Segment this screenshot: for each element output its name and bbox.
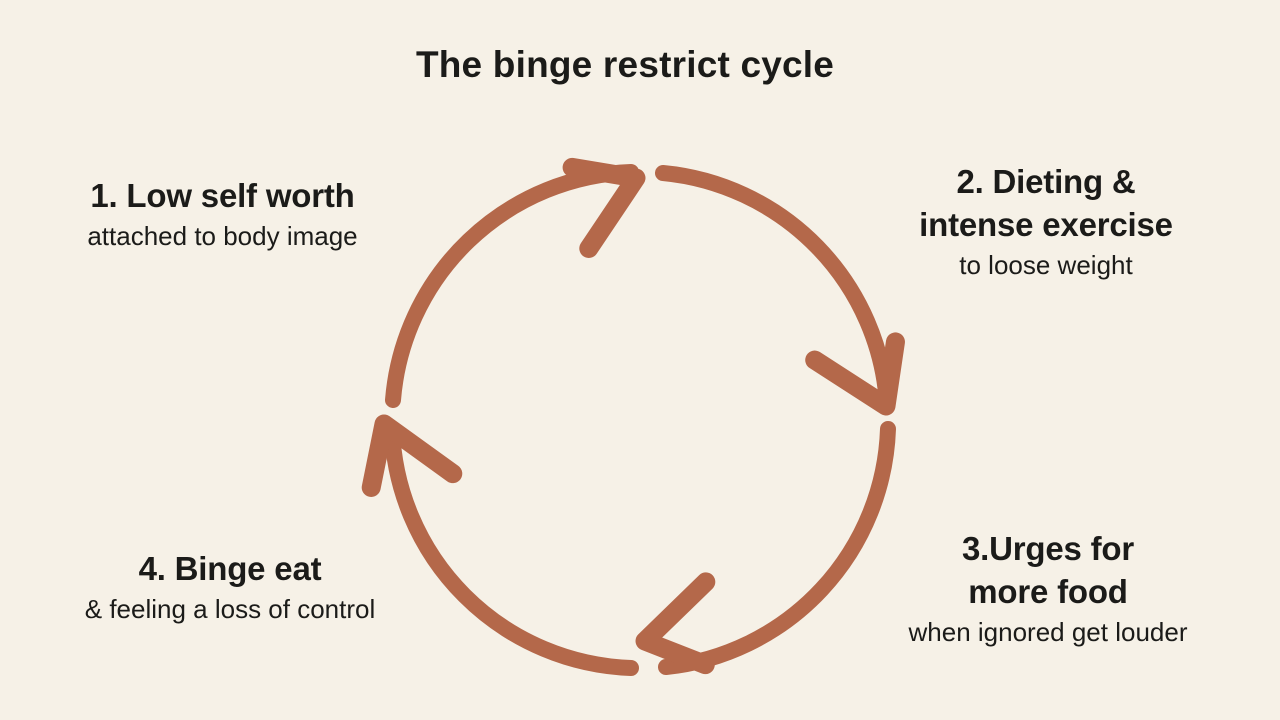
step-4-heading: 4. Binge eat bbox=[138, 550, 322, 587]
step-1-heading: 1. Low self worth bbox=[90, 177, 355, 214]
cycle-step-3: 3.Urges for more food when ignored get l… bbox=[866, 527, 1230, 649]
arrowhead-bottom-icon bbox=[635, 572, 716, 675]
cycle-arc-bottom-left bbox=[384, 421, 639, 676]
cycle-step-1: 1. Low self worth attached to body image bbox=[30, 174, 415, 253]
cycle-step-4: 4. Binge eat & feeling a loss of control bbox=[40, 547, 420, 626]
cycle-arc-top-right bbox=[655, 165, 895, 411]
arrowhead-left-icon bbox=[361, 414, 463, 497]
step-3-heading: 3.Urges for more food bbox=[961, 530, 1135, 611]
arrowhead-right-icon bbox=[805, 332, 905, 416]
step-1-subtext: attached to body image bbox=[87, 221, 358, 252]
cycle-arc-bottom-right bbox=[658, 421, 896, 675]
step-2-subtext: to loose weight bbox=[959, 250, 1133, 281]
step-4-subtext: & feeling a loss of control bbox=[84, 594, 376, 625]
page-title: The binge restrict cycle bbox=[415, 44, 835, 85]
step-3-subtext: when ignored get louder bbox=[908, 617, 1188, 648]
step-2-heading: 2. Dieting & intense exercise bbox=[919, 163, 1173, 244]
arrowhead-top-icon bbox=[562, 157, 646, 258]
cycle-step-2: 2. Dieting & intense exercise to loose w… bbox=[866, 160, 1226, 282]
cycle-arc-top-left bbox=[385, 164, 639, 408]
